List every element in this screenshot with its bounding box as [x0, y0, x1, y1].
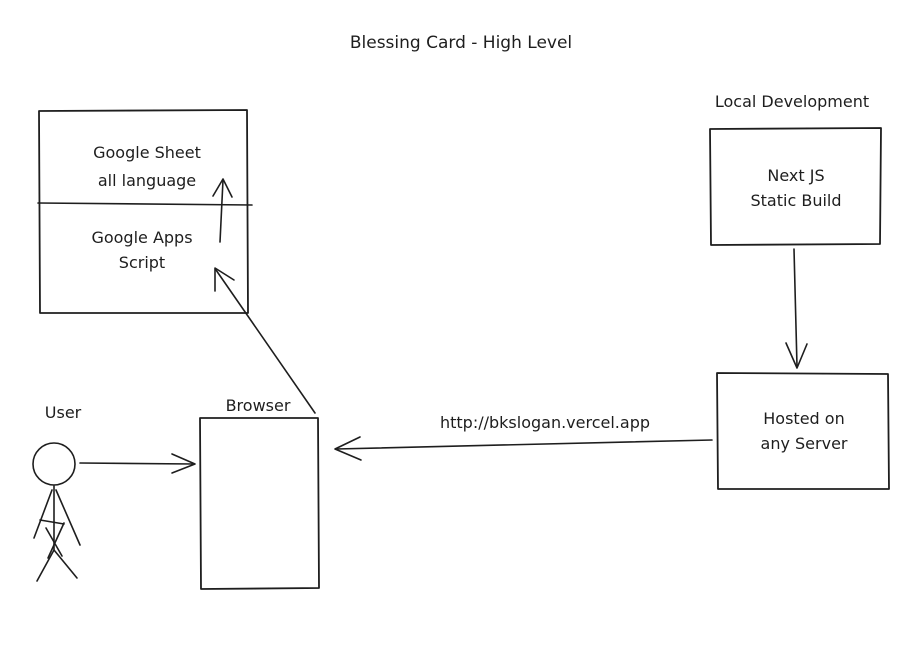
google-sheet-label-line2: all language	[98, 171, 196, 190]
apps-script-label-line2: Script	[119, 253, 165, 272]
user-head	[32, 442, 76, 486]
hosted-label-line1: Hosted on	[763, 409, 844, 428]
arrow-browser-to-script	[214, 267, 316, 414]
arrow-user-to-browser	[79, 453, 196, 474]
nextjs-label-line2: Static Build	[751, 191, 842, 210]
diagram-title: Blessing Card - High Level	[350, 33, 572, 53]
user-label: User	[45, 403, 82, 422]
google-sheet-label-line1: Google Sheet	[93, 143, 201, 162]
hosted-box-outline	[716, 372, 890, 490]
arrow-script-to-sheet	[212, 178, 233, 243]
arrow-nextjs-to-hosted	[785, 248, 808, 369]
apps-script-label-line1: Google Apps	[91, 228, 192, 247]
browser-box	[199, 417, 320, 590]
google-box-outline	[38, 109, 249, 314]
browser-label: Browser	[226, 396, 291, 415]
hosted-label-line2: any Server	[761, 434, 848, 453]
google-box: Google Sheet all language Google Apps Sc…	[37, 109, 253, 314]
url-edge-label: http://bkslogan.vercel.app	[440, 413, 650, 432]
google-box-divider	[37, 202, 253, 206]
nextjs-label-line1: Next JS	[767, 166, 824, 185]
user-figure	[32, 442, 81, 582]
nextjs-box-outline	[709, 127, 882, 246]
local-development-label: Local Development	[715, 92, 869, 111]
hosted-box: Hosted on any Server	[716, 372, 890, 490]
arrow-hosted-to-browser	[334, 436, 713, 461]
nextjs-box: Next JS Static Build	[709, 127, 882, 246]
